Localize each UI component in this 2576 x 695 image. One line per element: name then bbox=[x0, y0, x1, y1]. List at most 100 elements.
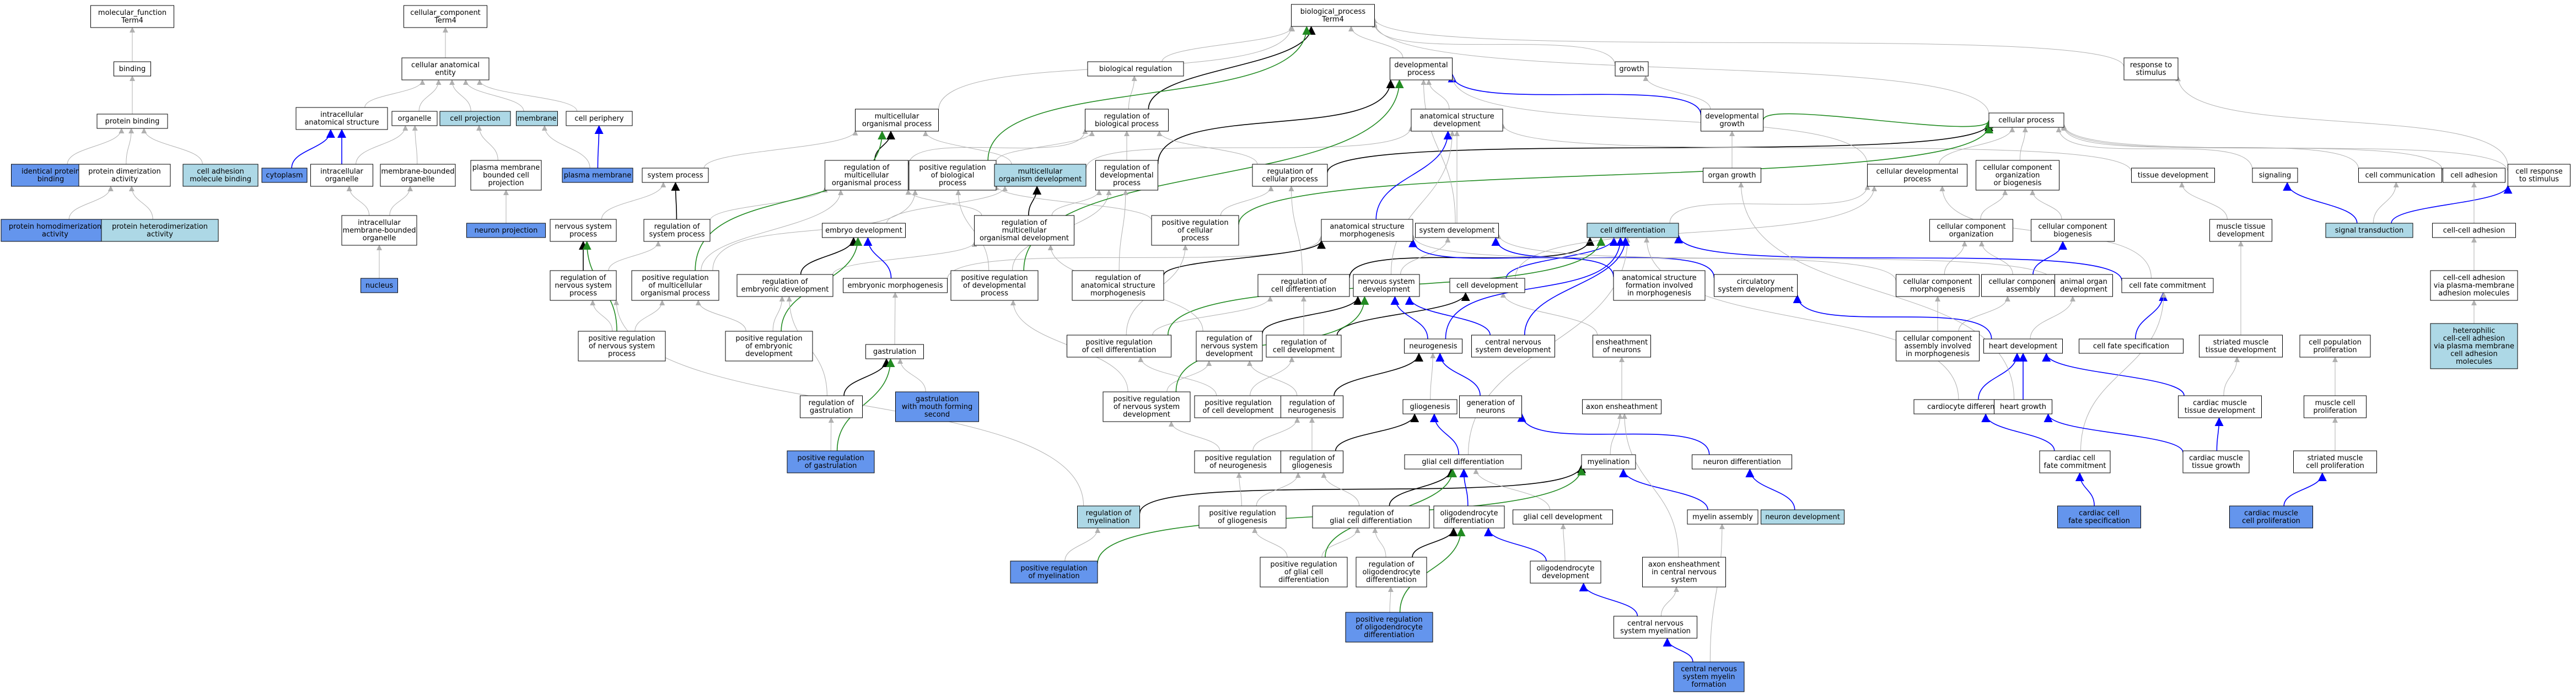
term-node-organgrowth[interactable]: organ growth bbox=[1703, 168, 1761, 183]
term-node-sigtrans[interactable]: signal transduction bbox=[2325, 223, 2413, 238]
term-node-bioreg[interactable]: biological regulation bbox=[1087, 61, 1184, 77]
term-node-gliogenesis[interactable]: gliogenesis bbox=[1402, 399, 1458, 414]
term-node-signaling[interactable]: signaling bbox=[2252, 168, 2298, 183]
term-node-membrane[interactable]: membrane bbox=[516, 111, 558, 126]
term-node-growth[interactable]: growth bbox=[1615, 61, 1649, 77]
term-node-neurondev[interactable]: neuron development bbox=[1761, 509, 1844, 525]
term-node-sysproc[interactable]: system process bbox=[642, 168, 709, 183]
term-node-gastrulation[interactable]: gastrulation bbox=[865, 344, 924, 359]
term-node-celldiff[interactable]: cell differentiation bbox=[1587, 223, 1679, 238]
term-node-nucleus[interactable]: nucleus bbox=[361, 278, 398, 293]
term-node-embmorph[interactable]: embryonic morphogenesis bbox=[843, 278, 948, 293]
term-node-myelinassembly[interactable]: myelin assembly bbox=[1687, 509, 1758, 525]
term-node-neuronproj[interactable]: neuron projection bbox=[466, 223, 546, 238]
term-node-cellproj[interactable]: cell projection bbox=[439, 111, 511, 126]
term-node-regoligodiff[interactable]: regulation ofoligodendrocytedifferentiat… bbox=[1356, 557, 1427, 588]
term-node-cellproc[interactable]: cellular process bbox=[1988, 112, 2064, 128]
term-node-cellcelladh[interactable]: cell-cell adhesion bbox=[2432, 223, 2516, 238]
term-node-celladh[interactable]: cell adhesion bbox=[2443, 168, 2505, 183]
term-node-glialdiff[interactable]: glial cell differentiation bbox=[1404, 454, 1522, 470]
term-node-cellfatespec[interactable]: cell fate specification bbox=[2079, 338, 2184, 354]
term-node-glialdev[interactable]: glial cell development bbox=[1513, 509, 1613, 525]
term-node-sysdev[interactable]: system development bbox=[1415, 223, 1499, 238]
term-node-cellfatecommit[interactable]: cell fate commitment bbox=[2121, 278, 2214, 293]
term-node-binding[interactable]: binding bbox=[114, 61, 151, 77]
term-node-plasmamem[interactable]: plasma membrane bbox=[562, 168, 633, 183]
term-node-axonensheath[interactable]: axon ensheathment bbox=[1582, 399, 1661, 414]
term-node-heartdev[interactable]: heart development bbox=[1983, 338, 2063, 354]
term-node-embryodev[interactable]: embryo development bbox=[822, 223, 906, 238]
term-node-organelle[interactable]: organelle bbox=[391, 111, 438, 126]
term-node-tissuedev[interactable]: tissue development bbox=[2131, 168, 2215, 183]
term-node-neurondiff[interactable]: neuron differentiation bbox=[1692, 454, 1792, 470]
term-node-protbind[interactable]: protein binding bbox=[96, 114, 168, 129]
